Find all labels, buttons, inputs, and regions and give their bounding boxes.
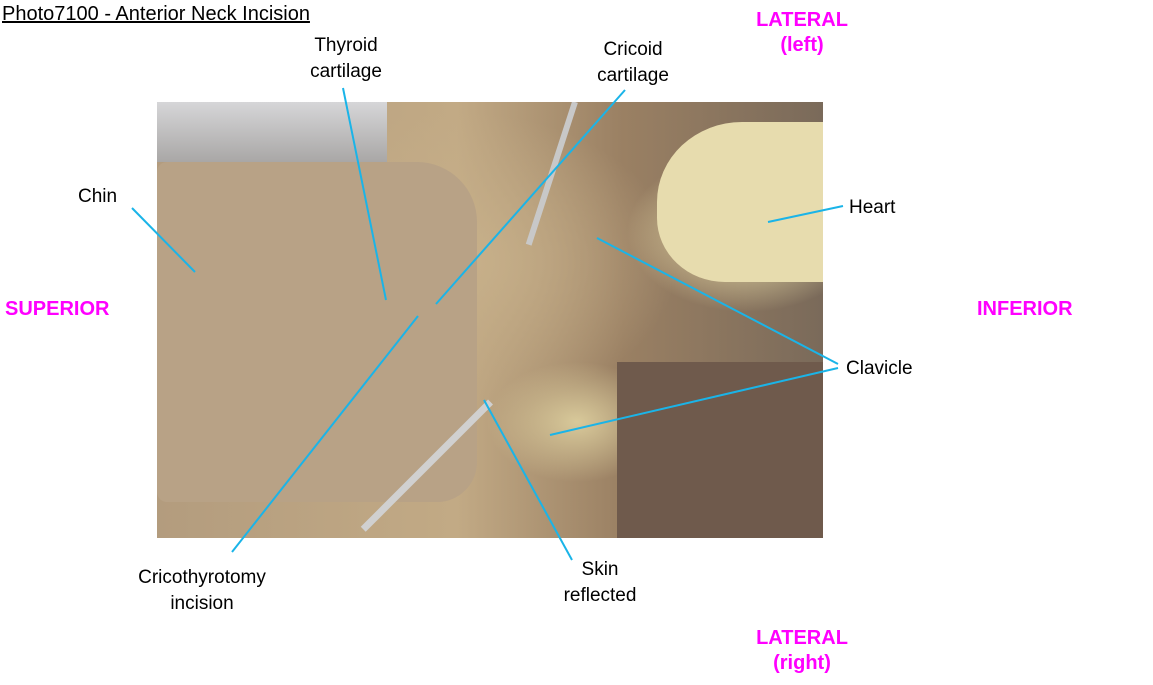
label-thyroid-cartilage: Thyroid cartilage xyxy=(296,33,396,85)
arrow-cricothyrotomy xyxy=(231,315,419,553)
label-skin-reflected: Skin reflected xyxy=(555,557,645,609)
figure-title: Photo7100 - Anterior Neck Incision xyxy=(2,3,310,25)
label-line: incision xyxy=(170,593,234,614)
arrow-thyroid xyxy=(342,87,387,301)
label-line: Skin xyxy=(581,559,619,580)
label-line: Cricothyrotomy xyxy=(138,567,266,588)
tissue-region xyxy=(617,362,823,538)
label-line: Thyroid xyxy=(314,35,378,56)
direction-text: LATERAL xyxy=(756,627,848,649)
dissection-photo xyxy=(157,102,823,538)
label-line: reflected xyxy=(563,585,637,606)
label-clavicle: Clavicle xyxy=(846,358,913,379)
arrow-chin xyxy=(131,207,196,273)
arrow-clavicle-lower xyxy=(549,367,839,436)
label-cricothyrotomy-incision: Cricothyrotomy incision xyxy=(122,565,282,617)
label-line: Cricoid xyxy=(603,39,663,60)
label-chin: Chin xyxy=(78,186,118,207)
direction-text: LATERAL xyxy=(756,9,848,31)
label-line: cartilage xyxy=(310,61,382,82)
arrow-cricoid xyxy=(435,89,626,305)
label-heart: Heart xyxy=(849,197,896,218)
arrow-clavicle-upper xyxy=(596,237,839,365)
heart-region xyxy=(657,122,823,282)
direction-superior: SUPERIOR xyxy=(5,298,110,320)
label-cricoid-cartilage: Cricoid cartilage xyxy=(583,37,683,89)
direction-subtext: (right) xyxy=(773,652,831,674)
direction-inferior: INFERIOR xyxy=(977,298,1073,320)
label-line: cartilage xyxy=(597,65,669,86)
arrow-skin xyxy=(483,399,573,561)
direction-lateral-right: LATERAL (right) xyxy=(740,626,864,676)
direction-lateral-left: LATERAL (left) xyxy=(740,8,864,58)
direction-subtext: (left) xyxy=(780,34,824,56)
arrow-heart xyxy=(767,205,844,223)
